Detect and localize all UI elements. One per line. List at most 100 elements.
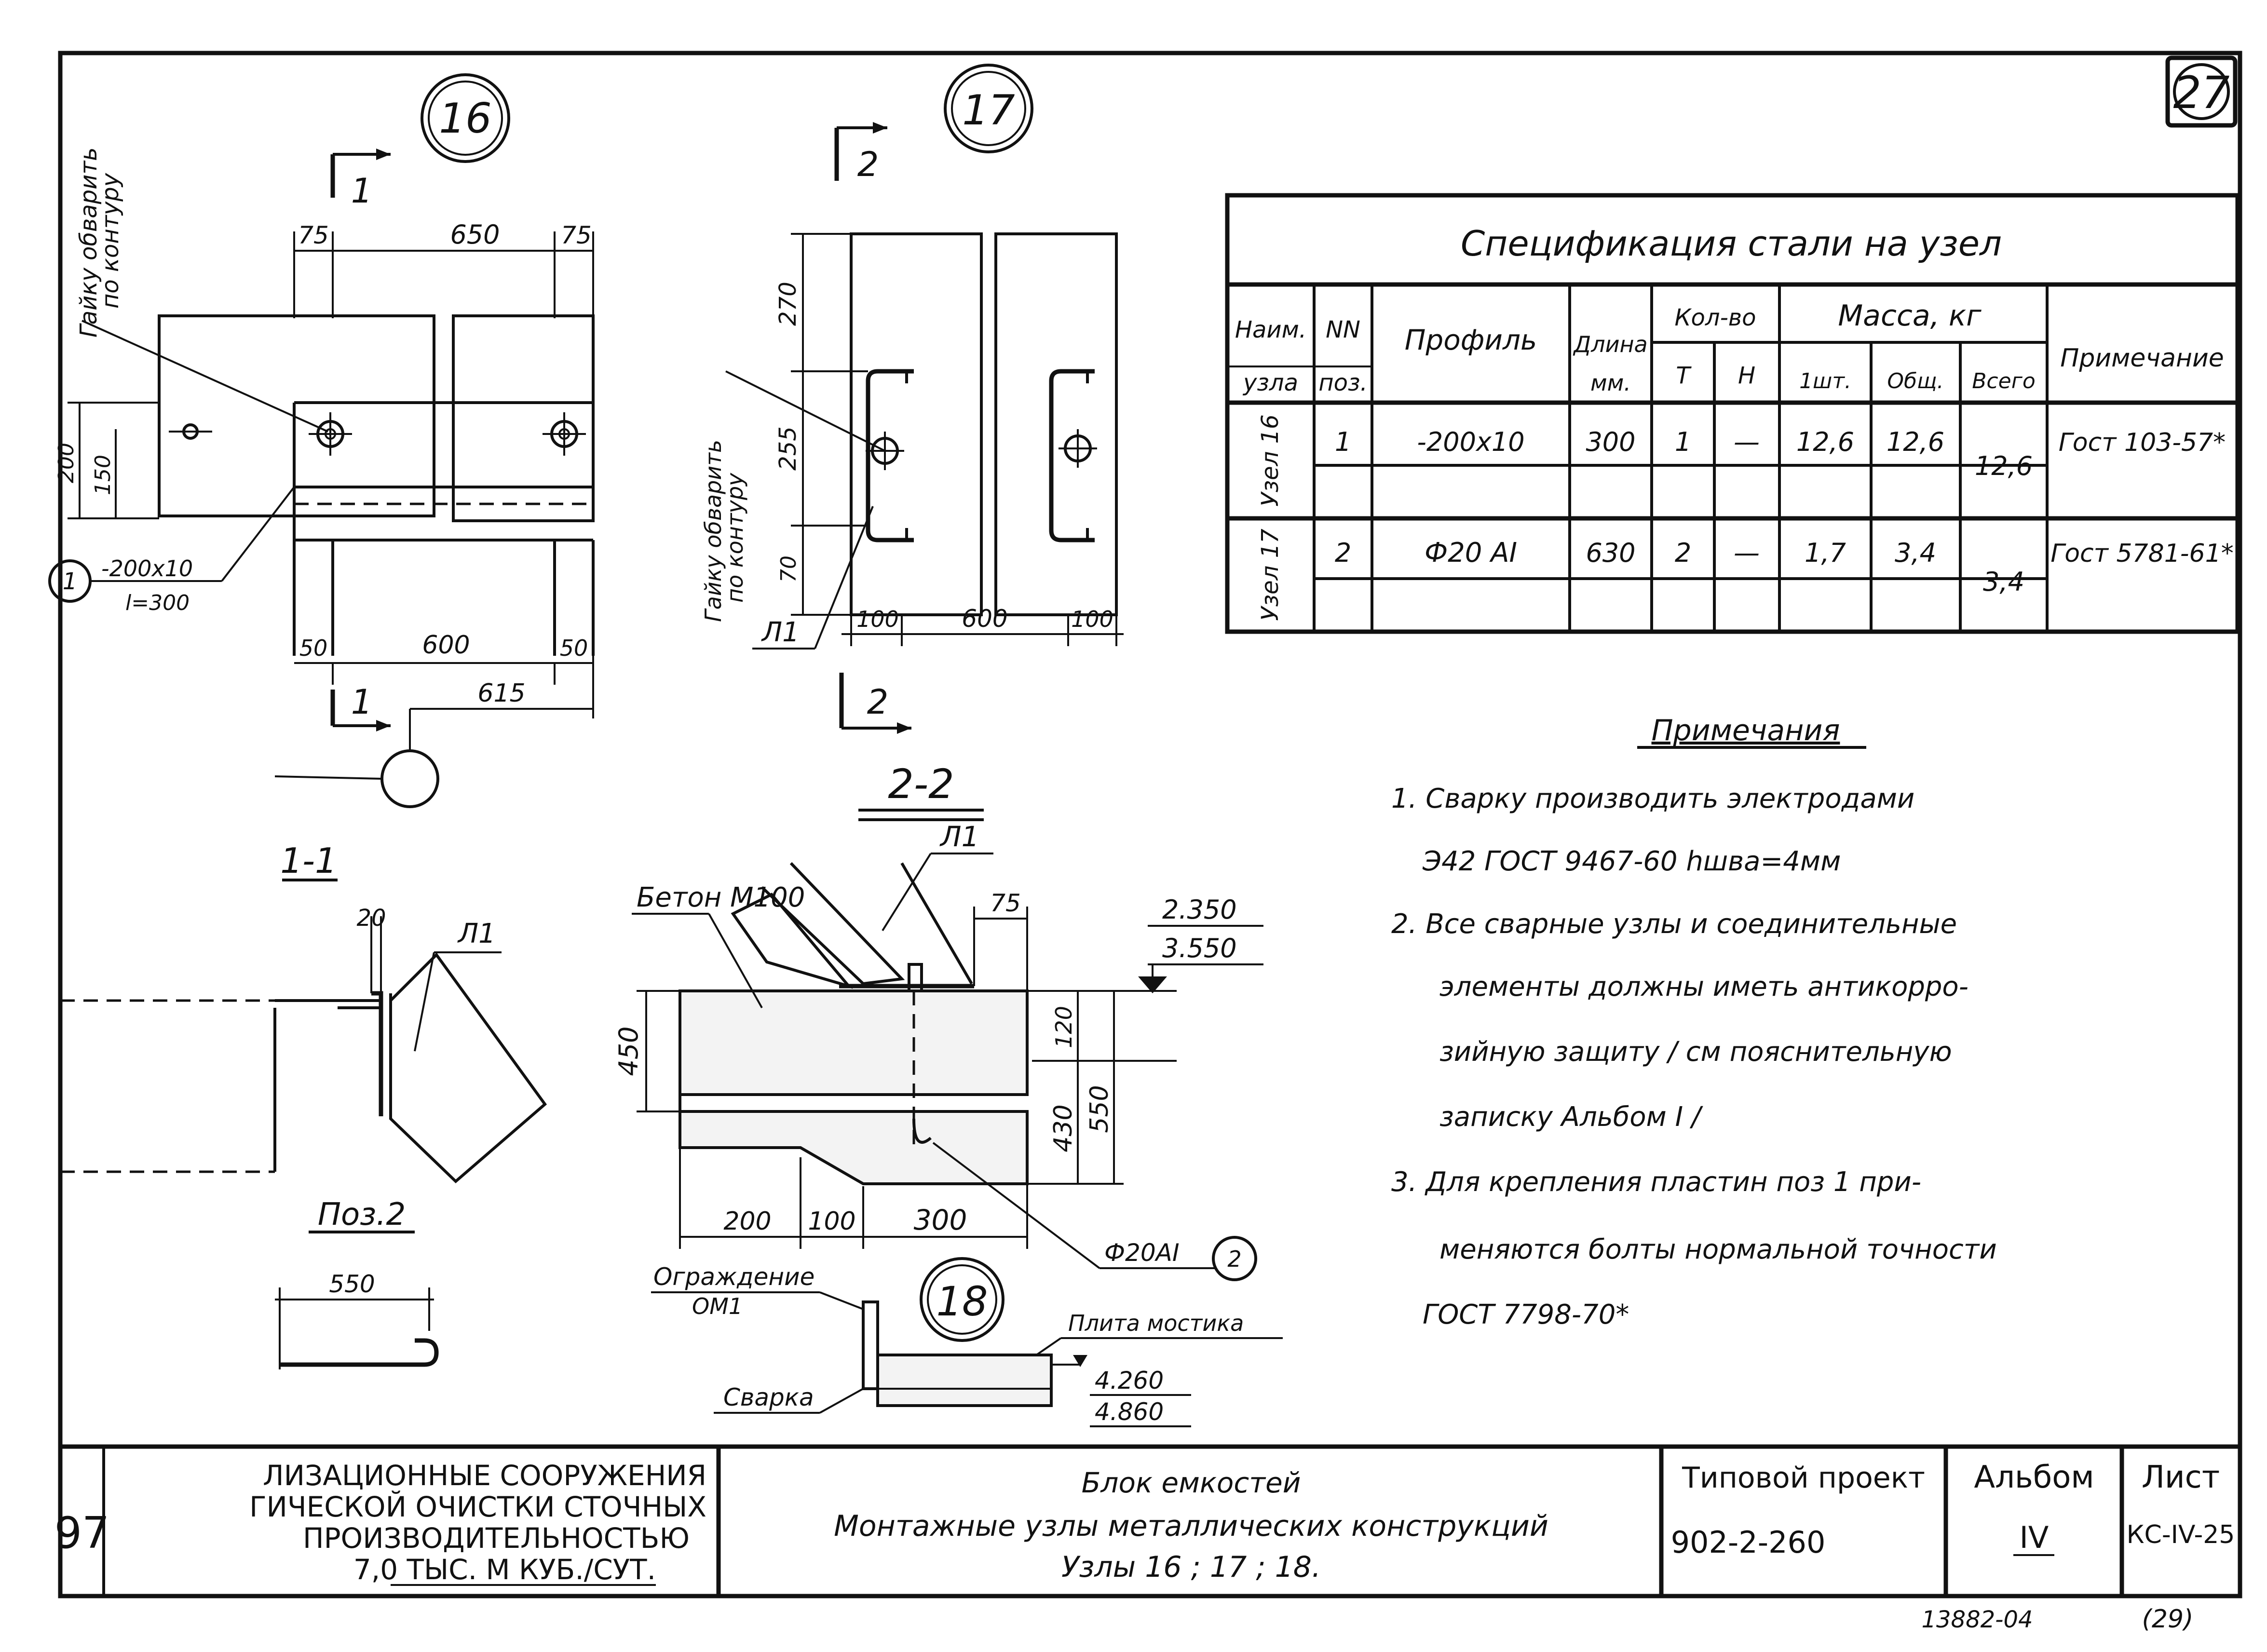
node-16-dim-left-1: 200	[54, 443, 79, 483]
title-org-4: 7,0 ТЫС. М КУБ./СУТ.	[353, 1553, 656, 1586]
title-org-3: ПРОИЗВОДИТЕЛЬНОСТЬЮ	[303, 1522, 690, 1555]
node-18-level-1: 4.260	[1095, 1367, 1164, 1395]
node-16-view: 16 1 Гайку обварить по контуру	[48, 73, 595, 808]
node-17-dim-left-1: 270	[774, 282, 801, 326]
title-sheet-label: Лист	[2142, 1460, 2220, 1495]
section-2-2-dim-right-3: 550	[1085, 1085, 1114, 1133]
title-org-1: ЛИЗАЦИОННЫЕ СООРУЖЕНИЯ	[263, 1459, 706, 1492]
spec-header-nn-2: поз.	[1318, 369, 1368, 396]
title-album-value: IV	[2020, 1520, 2049, 1555]
title-side-mark: 97	[54, 1508, 110, 1558]
section-2-2-dim-right-2: 430	[1049, 1104, 1078, 1152]
node-17-leader-label: Л1	[761, 617, 800, 648]
node-18-label: 18	[937, 1278, 988, 1325]
section-2-2-concrete-label: Бетон М100	[637, 882, 805, 913]
node-16-dim-bottom-3: 50	[560, 635, 588, 661]
spec-title: Спецификация стали на узел	[1461, 223, 2002, 264]
node-17-label: 17	[962, 86, 1015, 135]
section-2-2-leader-label: Л1	[939, 820, 979, 853]
notes-line-8: меняются болты нормальной точности	[1439, 1234, 1997, 1265]
spec-header-naim-1: Наим.	[1235, 316, 1306, 343]
section-2-2-rebar-pos: 2	[1227, 1246, 1241, 1272]
spec-header-qty-t: Т	[1676, 362, 1692, 389]
node-17-marker	[944, 64, 1033, 153]
spec-header-mass-one: 1шт.	[1799, 369, 1851, 393]
section-2-2-dim-bottom-2: 100	[808, 1207, 855, 1236]
node-16-dim-bottom-1: 50	[299, 635, 328, 661]
spec-header-mass: Масса, кг	[1838, 299, 1982, 333]
node-17-section-mark-top: 2	[857, 145, 879, 184]
node-17-dim-bottom-3: 100	[1071, 606, 1113, 632]
section-2-2-dim-right-1: 120	[1051, 1006, 1077, 1048]
node-16-dim-left-2: 150	[91, 455, 115, 495]
spec-row-2-mass-total: 3,4	[1895, 538, 1936, 568]
footer-inventory: 13882-04	[1921, 1606, 2033, 1633]
section-1-1-leader-label: Л1	[457, 918, 496, 949]
spec-row-1-qty-t: 1	[1675, 427, 1691, 457]
spec-row-2-qty-t: 2	[1675, 538, 1691, 568]
section-1-1-dim: 20	[356, 905, 386, 932]
notes-line-6: записку Альбом I /	[1439, 1101, 1703, 1133]
spec-row-2-mass-one: 1,7	[1805, 538, 1846, 568]
spec-row-1-profile: -200x10	[1417, 427, 1524, 457]
node-18-slab	[876, 1354, 1053, 1407]
spec-header-profile: Профиль	[1405, 324, 1537, 356]
node-18-level-2: 4.860	[1095, 1398, 1164, 1426]
node-17-leader-note-1: Гайку обварить	[700, 440, 726, 622]
spec-row-2-note: Гост 5781-61*	[2050, 539, 2233, 568]
spec-row-1-note: Гост 103-57*	[2059, 428, 2226, 457]
section-2-2-concrete-bottom	[679, 1110, 1029, 1185]
spec-header-note: Примечание	[2060, 344, 2224, 373]
spec-row-2-qty-n: —	[1734, 538, 1760, 568]
title-album-label: Альбом	[1974, 1460, 2094, 1495]
notes-title: Примечания	[1652, 714, 1840, 747]
section-2-2-dim-bottom-3: 300	[914, 1204, 967, 1236]
spec-row-1-mass-total: 12,6	[1887, 427, 1944, 457]
node-17-dim-left-2: 255	[774, 426, 801, 471]
node-18-view: 18 Ограждение ОМ1 Плита мостика Сварка 4…	[651, 1257, 1283, 1427]
spec-header-naim-2: узла	[1242, 369, 1298, 396]
spec-row-2-mass-all: 3,4	[1983, 567, 2024, 597]
notes-line-2: Э42 ГОСТ 9467-60 hшва=4мм	[1422, 846, 1841, 877]
section-2-2-level-1: 2.350	[1162, 894, 1237, 925]
section-2-2-rebar-label: Ф20АI	[1104, 1239, 1180, 1267]
title-block: 97 ЛИЗАЦИОННЫЕ СООРУЖЕНИЯ ГИЧЕСКОЙ ОЧИСТ…	[54, 1444, 2240, 1596]
title-project-label: Типовой проект	[1682, 1461, 1925, 1495]
notes-block: Примечания 1. Сварку производить электро…	[1391, 714, 1997, 1330]
node-16-section-mark-top: 1	[351, 171, 373, 211]
spec-row-1-mass-one: 12,6	[1796, 427, 1854, 457]
title-org-2: ГИЧЕСКОЙ ОЧИСТКИ СТОЧНЫХ	[249, 1490, 706, 1523]
sheet-number: 27	[2173, 67, 2229, 119]
section-2-2-title: 2-2	[888, 760, 954, 808]
node-16-dim-bottom-2: 600	[422, 631, 470, 660]
node-16-callout-pos: 1	[63, 568, 78, 595]
section-1-1-view: 1-1 20 Л1	[60, 840, 547, 1184]
node-17-view: 17 2 Гайку обварить по контуру 270 255	[700, 64, 1124, 734]
node-16-leader-note-1: Гайку обварить	[75, 147, 102, 338]
node-16-callout-text-2: l=300	[125, 591, 190, 615]
notes-line-3: 2. Все сварные узлы и соединительные	[1391, 908, 1957, 940]
footer-sheet-paren: (29)	[2142, 1605, 2194, 1634]
spec-header-qty: Кол-во	[1674, 304, 1756, 331]
node-17-dim-bottom-1: 100	[856, 606, 899, 632]
node-17-dim-left-3: 70	[776, 555, 801, 582]
spec-row-1-node: Узел 16	[1257, 414, 1284, 506]
title-doc-2: Монтажные узлы металлических конструкций	[834, 1509, 1548, 1543]
node-16-dim-top-3: 75	[561, 221, 592, 249]
sheet-number-badge: 27	[2165, 55, 2238, 128]
spec-row-1-qty-n: —	[1734, 427, 1760, 457]
spec-header-length-1: Длина	[1573, 331, 1648, 357]
node-18-fence-label-1: Ограждение	[653, 1263, 814, 1291]
node-17-section-mark-bottom: 2	[867, 682, 889, 722]
spec-header-mass-all: Всего	[1972, 369, 2035, 393]
section-2-2-view: 2-2 Бетон М100 Л1 75 2.350 3.550	[613, 760, 1263, 1281]
spec-row-2-pos: 2	[1335, 538, 1351, 568]
section-1-1-title: 1-1	[280, 840, 337, 881]
section-2-2-dim-top: 75	[990, 889, 1021, 917]
node-16-dim-total: 615	[477, 679, 525, 708]
node-16-section-mark-bottom: 1	[351, 682, 373, 722]
spec-header-nn-1: NN	[1326, 316, 1360, 343]
spec-row-2-profile: Ф20 АI	[1425, 537, 1517, 569]
spec-header-qty-n: Н	[1738, 362, 1755, 389]
